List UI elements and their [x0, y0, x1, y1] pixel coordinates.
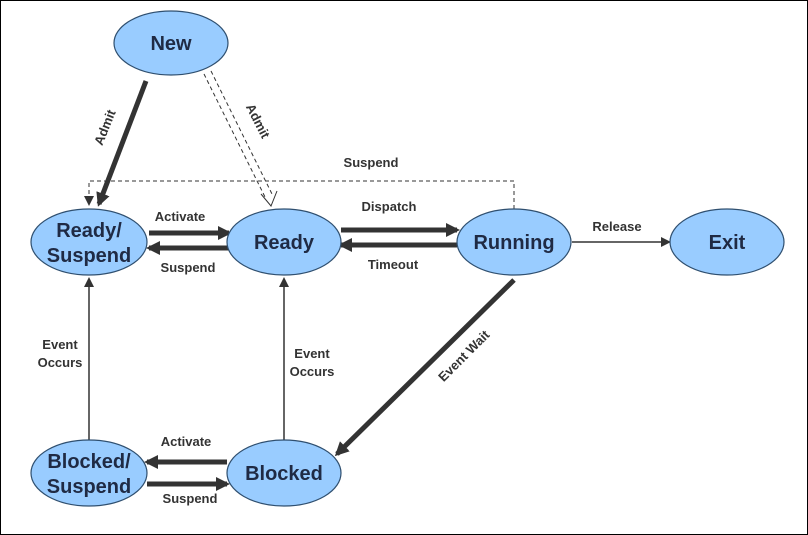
label-activate-bottom: Activate [161, 434, 212, 449]
label-suspend-mid: Suspend [161, 260, 216, 275]
node-ready-label: Ready [254, 232, 315, 254]
label-release: Release [592, 219, 641, 234]
label-timeout: Timeout [368, 257, 419, 272]
node-running-label: Running [473, 232, 554, 254]
label-dispatch: Dispatch [362, 199, 417, 214]
node-new: New [113, 10, 229, 76]
label-event-occurs-mid-1: Event [294, 346, 330, 361]
label-admit-ready-suspend: Admit [91, 107, 119, 147]
label-activate-top: Activate [155, 209, 206, 224]
node-blocked-label: Blocked [245, 463, 323, 485]
edge-suspend-running-ready-suspend [84, 180, 515, 209]
edge-event-wait [334, 278, 516, 457]
node-ready-suspend-label-2: Suspend [47, 245, 131, 267]
label-suspend-top: Suspend [344, 155, 399, 170]
node-blocked: Blocked [226, 439, 342, 507]
node-new-label: New [150, 33, 192, 55]
node-exit: Exit [669, 208, 785, 276]
node-blocked-suspend-label-2: Suspend [47, 476, 131, 498]
label-event-occurs-left-1: Event [42, 337, 78, 352]
edge-admit-ready-suspend [96, 80, 149, 207]
label-event-wait: Event Wait [435, 327, 493, 385]
label-event-occurs-mid-2: Occurs [290, 364, 335, 379]
label-admit-ready: Admit [243, 101, 273, 141]
node-blocked-suspend: Blocked/ Suspend [30, 439, 148, 507]
node-ready-suspend: Ready/ Suspend [30, 208, 148, 276]
node-blocked-suspend-label-1: Blocked/ [47, 451, 131, 473]
node-ready: Ready [226, 208, 342, 276]
node-running: Running [456, 208, 572, 276]
node-ready-suspend-label-1: Ready/ [56, 220, 122, 242]
label-suspend-bottom: Suspend [163, 491, 218, 506]
node-exit-label: Exit [709, 232, 746, 254]
label-event-occurs-left-2: Occurs [38, 355, 83, 370]
edge-admit-ready [203, 70, 278, 207]
